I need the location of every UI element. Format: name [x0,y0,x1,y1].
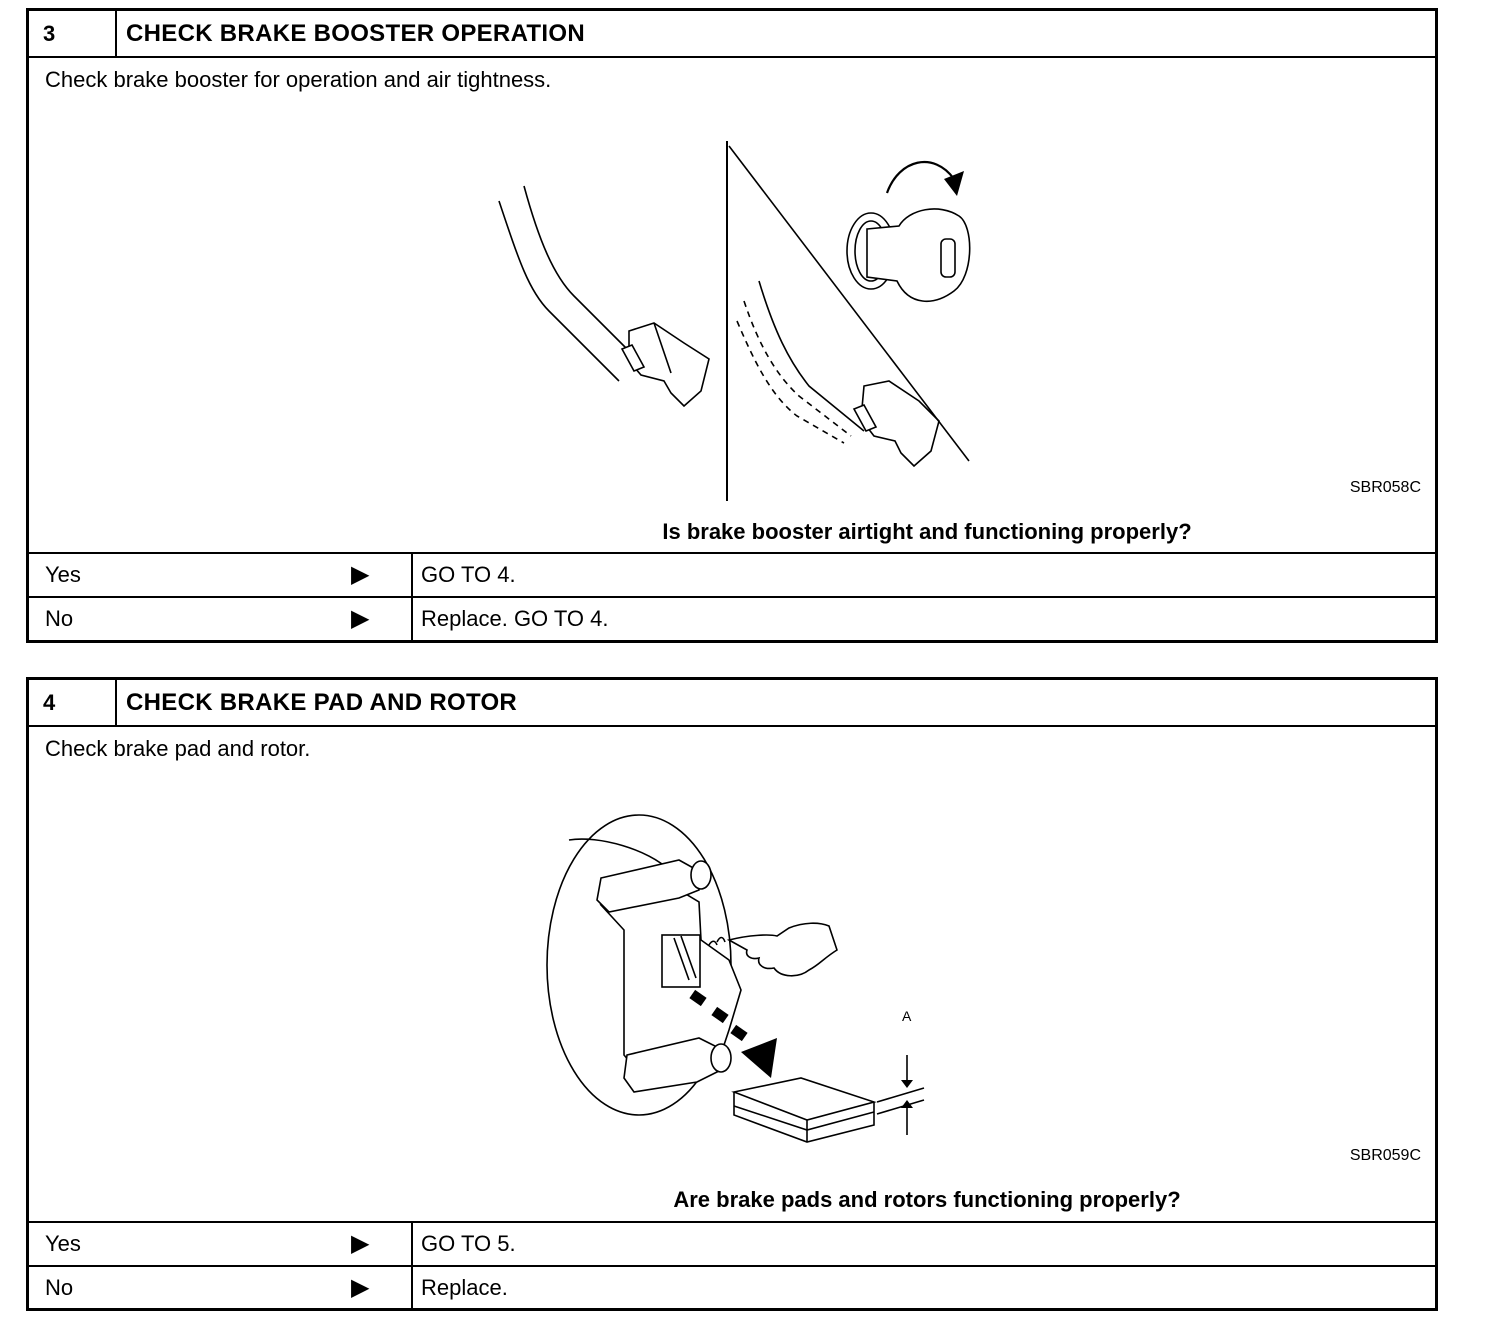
step-header: 3 CHECK BRAKE BOOSTER OPERATION [29,11,1435,58]
column-divider [411,598,413,640]
answer-row-no: No ▶ Replace. GO TO 4. [29,596,1435,640]
step-question: Are brake pads and rotors functioning pr… [673,1187,1181,1212]
step-title: CHECK BRAKE BOOSTER OPERATION [126,20,585,47]
step-question: Is brake booster airtight and functionin… [662,519,1192,544]
step-number: 3 [29,11,117,56]
answer-result: GO TO 5. [421,1231,516,1256]
step-number: 4 [29,680,117,725]
answer-result: GO TO 4. [421,562,516,587]
right-arrow-icon: ▶ [351,1230,370,1257]
right-arrow-icon: ▶ [351,1274,370,1301]
thickness-label: A [902,1008,912,1024]
column-divider [411,554,413,596]
answer-label: No [45,606,74,631]
answer-label: Yes [45,1231,81,1256]
step-instruction: Check brake pad and rotor. [45,736,311,761]
right-arrow-icon: ▶ [351,605,370,632]
step-title: CHECK BRAKE PAD AND ROTOR [126,689,518,716]
figure-code: SBR058C [1349,479,1421,496]
figure-code: SBR059C [1349,1147,1421,1164]
step-4-block: 4 CHECK BRAKE PAD AND ROTOR Check brake … [26,677,1438,1311]
answer-row-yes: Yes ▶ GO TO 5. [29,1221,1435,1265]
brake-booster-illustration [498,141,971,501]
answer-row-yes: Yes ▶ GO TO 4. [29,552,1435,596]
answer-result: Replace. [421,1275,508,1300]
answer-result: Replace. GO TO 4. [421,606,609,631]
right-arrow-icon: ▶ [351,561,370,588]
step-header: 4 CHECK BRAKE PAD AND ROTOR [29,680,1435,727]
answer-row-no: No ▶ Replace. [29,1265,1435,1309]
answer-label: Yes [45,562,81,587]
answer-label: No [45,1275,74,1300]
column-divider [411,1223,413,1265]
step-instruction: Check brake booster for operation and ai… [45,67,552,92]
column-divider [411,1267,413,1309]
brake-pad-rotor-illustration [546,814,925,1143]
step-3-block: 3 CHECK BRAKE BOOSTER OPERATION Check br… [26,8,1438,643]
